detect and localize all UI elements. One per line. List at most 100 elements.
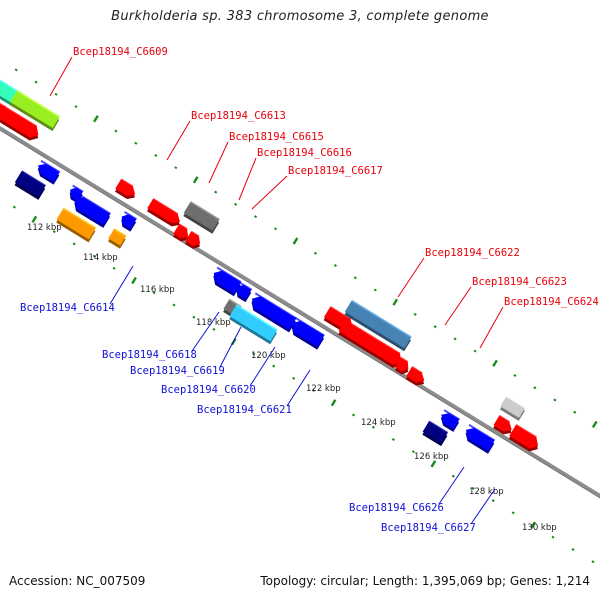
gene-label[interactable]: Bcep18194_C6622: [425, 247, 520, 259]
feature-highlight: [351, 299, 412, 339]
feature-cds-reverse[interactable]: [74, 193, 111, 228]
gene-label[interactable]: Bcep18194_C6609: [73, 46, 168, 58]
feature-cds-forward[interactable]: [184, 230, 201, 249]
feature-steelblue[interactable]: [344, 299, 412, 352]
feature-cds-reverse[interactable]: [251, 292, 297, 333]
feature-cds-reverse[interactable]: [69, 184, 84, 204]
upper-tick-minor: [373, 288, 377, 292]
backbone-line: [0, 125, 600, 498]
scale-label: 128 kbp: [469, 487, 504, 497]
gene-label[interactable]: Bcep18194_C6620: [161, 384, 256, 396]
feature-cds-forward[interactable]: [394, 357, 409, 375]
lower-tick-major: [330, 399, 337, 407]
features: [0, 79, 539, 454]
upper-tick-minor: [553, 398, 557, 402]
scale-label: 116 kbp: [140, 285, 175, 295]
feature-cds-reverse[interactable]: [291, 316, 325, 350]
feature-cds-forward[interactable]: [493, 414, 512, 435]
upper-tick-minor: [154, 153, 158, 157]
feature-cds-reverse[interactable]: [213, 266, 242, 297]
feature-body: [338, 320, 402, 365]
feature-highlight: [468, 423, 496, 442]
scale-label: 112 kbp: [27, 223, 62, 233]
feature-highlight: [120, 178, 134, 188]
feature-highlight: [235, 304, 278, 331]
label-leader: [286, 369, 311, 407]
lower-tick-minor: [551, 535, 555, 539]
label-leader: [166, 120, 191, 161]
lower-tick-major: [31, 215, 38, 224]
feature-gray[interactable]: [183, 201, 220, 234]
feature-body: [344, 300, 412, 349]
feature-cds-reverse[interactable]: [121, 211, 137, 232]
scale-label: 126 kbp: [414, 452, 449, 462]
feature-highlight: [113, 228, 127, 238]
lower-tick-major: [530, 521, 536, 529]
gene-label[interactable]: Bcep18194_C6615: [229, 131, 324, 143]
feature-body: [74, 197, 111, 225]
feature-body: [108, 228, 126, 246]
feature-highlight: [515, 423, 537, 439]
feature-cyan[interactable]: [229, 304, 278, 345]
feature-cds-reverse[interactable]: [236, 281, 253, 303]
feature-highlight: [239, 281, 253, 291]
gene-label[interactable]: Bcep18194_C6617: [288, 165, 383, 177]
lower-tick-minor: [411, 450, 415, 454]
upper-tick-minor: [114, 129, 118, 133]
feature-highlight: [294, 316, 325, 337]
feature-highlight: [72, 184, 84, 193]
feature-highlight: [329, 306, 352, 321]
feature-body: [14, 171, 46, 197]
feature-highlight: [77, 193, 111, 215]
label-leader: [249, 346, 276, 387]
feature-navy[interactable]: [14, 170, 47, 200]
feature-orange[interactable]: [107, 228, 127, 249]
feature-cds-forward[interactable]: [0, 105, 39, 141]
feature-highlight: [216, 266, 242, 283]
feature-lime[interactable]: [9, 90, 61, 132]
upper-tick-minor: [453, 337, 457, 341]
feature-cds-forward[interactable]: [338, 319, 402, 368]
feature-body: [147, 198, 180, 224]
lower-tick-minor: [52, 230, 56, 234]
feature-cds-reverse[interactable]: [37, 159, 61, 185]
feature-highlight: [2, 105, 38, 128]
feature-cds-forward[interactable]: [173, 223, 189, 242]
gene-label[interactable]: Bcep18194_C6613: [191, 110, 286, 122]
feature-cds-reverse[interactable]: [465, 423, 496, 454]
feature-cds-forward[interactable]: [508, 423, 539, 452]
upper-tick-minor: [14, 68, 18, 72]
gene-label[interactable]: Bcep18194_C6618: [102, 349, 197, 361]
gene-label[interactable]: Bcep18194_C6623: [472, 276, 567, 288]
gene-label[interactable]: Bcep18194_C6614: [20, 302, 115, 314]
feature-body: [213, 270, 241, 294]
gene-label[interactable]: Bcep18194_C6626: [349, 502, 444, 514]
lower-tick-minor: [292, 376, 296, 380]
upper-tick-minor: [234, 202, 238, 206]
feature-body: [251, 296, 297, 330]
gene-label[interactable]: Bcep18194_C6627: [381, 522, 476, 534]
upper-tick-minor: [573, 410, 577, 414]
gene-label[interactable]: Bcep18194_C6621: [197, 404, 292, 416]
upper-tick-minor: [473, 349, 477, 353]
feature-navy[interactable]: [422, 420, 449, 447]
feature-orange[interactable]: [56, 207, 97, 243]
scale-label: 124 kbp: [361, 418, 396, 428]
feature-cds-forward[interactable]: [405, 366, 425, 386]
feature-cds-forward[interactable]: [114, 178, 136, 199]
feature-highlight: [505, 395, 526, 409]
gene-label[interactable]: Bcep18194_C6624: [504, 296, 599, 308]
gene-label[interactable]: Bcep18194_C6616: [257, 147, 352, 159]
gene-label[interactable]: Bcep18194_C6619: [130, 365, 225, 377]
label-leader: [397, 257, 425, 298]
lower-tick-minor: [192, 315, 196, 319]
upper-tick-minor: [333, 264, 337, 267]
upper-tick-minor: [533, 386, 537, 390]
feature-highlight: [411, 366, 423, 375]
feature-lightgray[interactable]: [499, 395, 526, 421]
feature-body: [493, 415, 512, 432]
feature-cds-forward[interactable]: [146, 198, 180, 227]
feature-cds-reverse[interactable]: [440, 409, 460, 432]
feature-highlight: [428, 420, 449, 434]
